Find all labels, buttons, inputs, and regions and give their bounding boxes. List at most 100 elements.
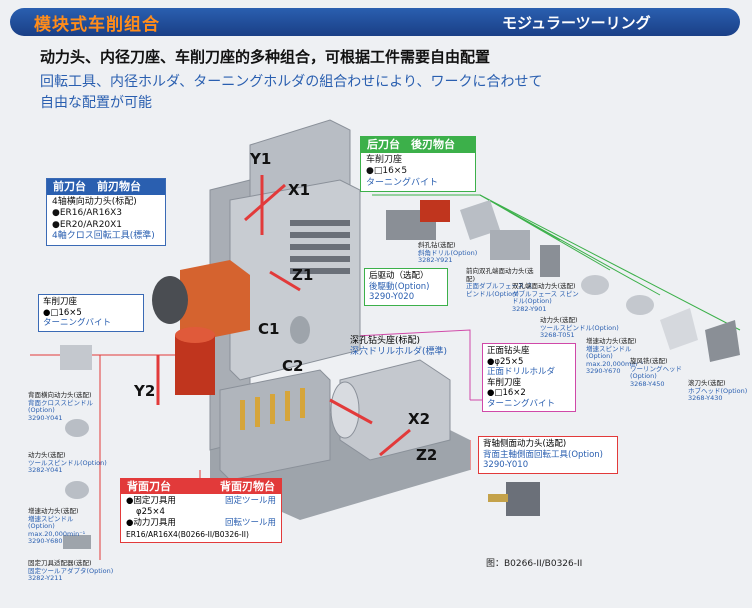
axis-arrows: [156, 175, 411, 457]
deep-hole-line2: 深穴ドリルホルダ(標準): [350, 347, 448, 357]
front-motor: [180, 260, 250, 340]
deep-hole-label: 深孔钻头座(标配) 深穴ドリルホルダ(標準): [350, 336, 447, 358]
axis-y2: Y2: [134, 382, 156, 400]
axis-y1: Y1: [250, 150, 272, 168]
back-turret-title-jp: 背面刃物台: [220, 480, 275, 493]
axis-x1: X1: [288, 181, 311, 199]
rear-drive-callout: 后驱动（选配） 後駆動(Option) 3290-Y020: [364, 268, 448, 306]
page-subtitle: モジュラーツーリング: [502, 14, 651, 32]
front-holder-line1: 车削刀座: [43, 297, 78, 307]
rear-drive-line1: 后驱动（选配）: [369, 271, 429, 281]
option-left-1: 动力头(选配) ツールスピンドル(Option) 3282-Y041: [28, 451, 118, 475]
option-left-3-code: 3282-Y211: [28, 574, 63, 582]
option-right-3-code: 3268-T051: [540, 331, 575, 339]
back-side-line1: 背轴侧面动力头(选配): [483, 439, 567, 449]
option-left-0-cn: 背面横向动力头(选配): [28, 391, 92, 399]
boring-line4: 车削刀座: [487, 377, 522, 388]
back-side-line3: 3290-Y010: [483, 460, 529, 470]
back-side-callout: 背轴侧面动力头(选配) 背面主軸側面回転工具(Option) 3290-Y010: [478, 436, 618, 474]
back-side-line2: 背面主軸側面回転工具(Option): [483, 449, 604, 460]
rear-turret-callout: 后刀台 後刃物台 车削刀座 ●□16×5 ターニングバイト: [360, 136, 476, 192]
back-tool-rack: [219, 369, 331, 481]
option-left-0: 背面横向动力头(选配) 背面クロススピンドル(Option) 3290-Y041: [28, 391, 118, 422]
tool-rear-drive-motor: [420, 200, 450, 222]
option-right-1-cn: 前向双孔端面动力头(选配): [466, 267, 534, 283]
tool-back-cross: [60, 345, 92, 370]
option-left-2: 增速动力头(选配) 増速スピンドル(Option) max.20,000min⁻…: [28, 507, 100, 546]
tool-back-speed: [65, 481, 89, 499]
option-left-0-code: 3290-Y041: [28, 413, 63, 422]
front-turret-line4: 4軸クロス回転工具(標準): [52, 231, 155, 241]
option-left-0-jp: 背面クロススピンドル(Option): [28, 398, 93, 414]
option-right-0-jp: 斜角ドリル(Option): [418, 248, 478, 257]
option-right-1-jp: 正面ダブルフェース スピンドル(Option): [466, 282, 533, 298]
boring-callout: 正面钻头座 ●φ25×5 正面ドリルホルダ 车削刀座 ●□16×2 ターニングバ…: [482, 343, 576, 412]
option-right-4: 增速动力头(选配) 増速スピンドル(Option) max.20,000min⁻…: [586, 337, 656, 376]
spindle-face: [330, 381, 360, 439]
intro-lead-jp: 回転工具、内径ホルダ、ターニングホルダの組合わせにより、ワークに合わせて 自由な…: [40, 72, 600, 114]
back-motor: [175, 335, 215, 395]
tool-hob: [705, 320, 740, 362]
option-left-3: 固定刀具适配器(选配) 固定ツールアダプタ(Option) 3282-Y211: [28, 559, 128, 583]
rear-turret-line1: 车削刀座: [366, 154, 403, 165]
boring-line3: 正面ドリルホルダ: [487, 367, 556, 377]
boring-line2: ●φ25×5: [487, 356, 524, 367]
back-turret-title-cn: 背面刀台: [127, 480, 171, 493]
option-right-6-jp: ホブヘッド(Option): [688, 386, 748, 395]
option-left-3-jp: 固定ツールアダプタ(Option): [28, 566, 114, 575]
option-left-1-code: 3282-Y041: [28, 466, 63, 474]
back-motor-top: [175, 327, 215, 343]
boring-line6: ターニングバイト: [487, 398, 556, 409]
axis-z1: Z1: [292, 266, 314, 284]
intro-lead-cn: 动力头、内径刀座、车削刀座的多种组合，可根据工件需要自由配置: [40, 48, 491, 66]
option-right-4-cn: 增速动力头(选配): [586, 337, 637, 345]
figure-caption: 图：B0266-II/B0326-II: [486, 559, 583, 569]
front-turret-line3: ●ER20/AR20X1: [52, 219, 123, 230]
page-title: 模块式车削组合: [34, 15, 160, 35]
back-side-tool-shank: [488, 494, 508, 502]
back-turret-fixed-value: φ25×4: [136, 507, 165, 517]
option-right-2-code: 3282-Y901: [512, 304, 547, 313]
rear-option-tools: [386, 200, 740, 362]
front-turret-line2: ●ER16/AR16X3: [52, 208, 123, 218]
option-left-3-cn: 固定刀具适配器(选配): [28, 559, 92, 567]
option-right-5: 旋风铣(选配) ワーリングヘッド(Option) 3268-Y450: [630, 357, 700, 388]
rear-tool-rows: [290, 220, 350, 274]
option-right-3-jp: ツールスピンドル(Option): [540, 323, 619, 332]
rear-turret-line2: ●□16×5: [366, 166, 408, 176]
option-right-0-code: 3282-Y921: [418, 256, 453, 264]
tool-double-face: [540, 245, 560, 277]
tool-fixed-adapter: [63, 535, 91, 549]
intro-lead-jp-line1: 回転工具、内径ホルダ、ターニングホルダの組合わせにより、ワークに合わせて: [40, 74, 543, 90]
option-right-4-jp: 増速スピンドル(Option) max.20,000min⁻¹: [586, 344, 644, 368]
option-right-3-cn: 动力头(选配): [540, 316, 578, 324]
back-side-tool-image: [488, 482, 540, 516]
option-right-0-cn: 斜孔钻(选配): [418, 241, 456, 249]
option-left-2-code: 3290-Y680: [28, 537, 63, 545]
back-tools: [240, 388, 305, 430]
option-right-2: 双孔端面动力头(选配) ダブルフェース スピンドル(Option) 3282-Y…: [512, 282, 582, 313]
main-spindle-face: [290, 316, 310, 344]
tool-whirling: [660, 308, 698, 350]
front-holder-callout: 车削刀座 ●□16×5 ターニングバイト: [38, 294, 144, 332]
front-motor-end: [152, 276, 188, 324]
option-left-2-jp: 増速スピンドル(Option) max.20,000min⁻¹: [28, 514, 86, 538]
title-bar: [10, 8, 740, 36]
axis-z2: Z2: [416, 446, 438, 464]
back-turret-rotary-value: ER16/AR16X4(B0266-II/B0326-II): [126, 530, 249, 539]
rear-option-guides: [372, 194, 741, 331]
option-left-2-cn: 增速动力头(选配): [28, 507, 79, 515]
option-right-6: 滚刀头(选配) ホブヘッド(Option) 3268-Y430: [688, 379, 748, 403]
option-right-5-code: 3268-Y450: [630, 379, 665, 388]
option-left-1-jp: ツールスピンドル(Option): [28, 458, 107, 467]
option-right-0: 斜孔钻(选配) 斜角ドリル(Option) 3282-Y921: [418, 241, 478, 265]
back-side-tool-body: [506, 482, 540, 516]
back-turret-rotary-label: ●动力刀具用: [126, 518, 176, 528]
option-right-5-cn: 旋风铣(选配): [630, 357, 668, 365]
back-turret-fixed-jp: 固定ツール用: [224, 496, 276, 506]
option-left-1-cn: 动力头(选配): [28, 451, 66, 459]
front-holder-line3: ターニングバイト: [43, 318, 112, 328]
option-right-5-jp: ワーリングヘッド(Option): [630, 364, 682, 380]
front-holder-line2: ●□16×5: [43, 307, 82, 318]
